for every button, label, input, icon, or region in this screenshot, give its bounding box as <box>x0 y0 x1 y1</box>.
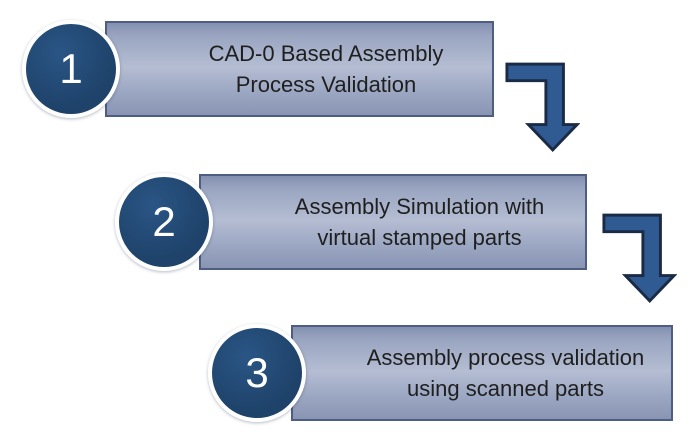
step-2-label: Assembly Simulation with virtual stamped… <box>262 174 577 270</box>
step-1-number-badge: 1 <box>22 20 120 118</box>
step-3-bar <box>291 325 673 421</box>
step-3-number-badge: 3 <box>208 324 306 422</box>
bent-arrow-down-icon <box>602 213 677 303</box>
step-1-label: CAD-0 Based Assembly Process Validation <box>168 21 484 117</box>
step-2-label-line2: virtual stamped parts <box>317 225 522 250</box>
step-1-number: 1 <box>59 45 83 92</box>
bent-arrow-down-icon <box>505 62 580 152</box>
step-1-bar <box>105 21 494 117</box>
step-3-number: 3 <box>245 349 269 396</box>
step-3-label-line2: using scanned parts <box>407 376 604 401</box>
step-3-label-line1: Assembly process validation <box>366 345 645 370</box>
step-2-label-line1: Assembly Simulation with <box>294 194 545 219</box>
step-2-number-badge: 2 <box>115 173 213 271</box>
step-1-label-line2: Process Validation <box>235 72 417 97</box>
step-3-label: Assembly process validation using scanne… <box>348 325 663 421</box>
step-1-label-line1: CAD-0 Based Assembly <box>208 41 444 66</box>
step-2-bar <box>199 174 587 270</box>
step-2-number: 2 <box>152 198 176 245</box>
